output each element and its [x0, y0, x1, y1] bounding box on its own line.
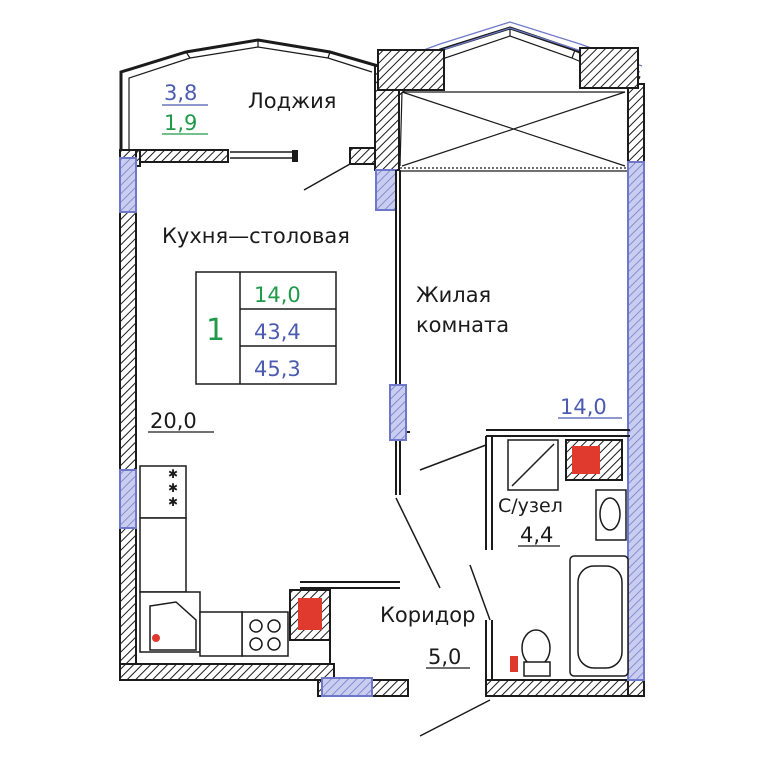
kitchen-label: Кухня—столовая	[162, 224, 350, 248]
void-cross	[399, 91, 628, 172]
corridor-label: Коридор	[380, 603, 475, 627]
stove-top	[139, 465, 187, 519]
windows	[119, 157, 645, 697]
svg-text:✱: ✱	[168, 481, 178, 495]
cooktop	[241, 611, 289, 657]
partition-pier	[389, 384, 407, 441]
living-area: 14,0	[560, 395, 607, 419]
door-swings	[395, 444, 491, 737]
bathroom-fixtures	[507, 439, 629, 677]
loggia-area-total: 3,8	[164, 81, 197, 105]
summary-living-area: 14,0	[254, 283, 301, 307]
corridor-area: 5,0	[428, 645, 461, 669]
living-label-line2: комната	[416, 313, 509, 337]
loggia-area-reduced: 1,9	[164, 111, 197, 135]
loggia-frame	[119, 38, 379, 150]
summary-total-with-loggia: 45,3	[254, 357, 301, 381]
summary-total-area: 43,4	[254, 320, 301, 344]
bathroom-label: С/узел	[498, 495, 563, 517]
summary-table	[195, 271, 337, 385]
svg-text:✱: ✱	[168, 467, 178, 481]
loggia-door	[137, 147, 377, 191]
kitchen-fixtures: ✱ ✱ ✱	[139, 465, 289, 657]
vent-shaft	[289, 439, 623, 641]
bathroom-area: 4,4	[520, 523, 553, 547]
summary-rooms-count: 1	[206, 313, 225, 348]
kitchen-area: 20,0	[150, 409, 197, 433]
living-label-line1: Жилая	[416, 283, 491, 307]
svg-text:✱: ✱	[168, 495, 178, 509]
toilet	[521, 629, 551, 667]
loggia-label: Лоджия	[248, 89, 336, 113]
counter	[139, 517, 187, 593]
